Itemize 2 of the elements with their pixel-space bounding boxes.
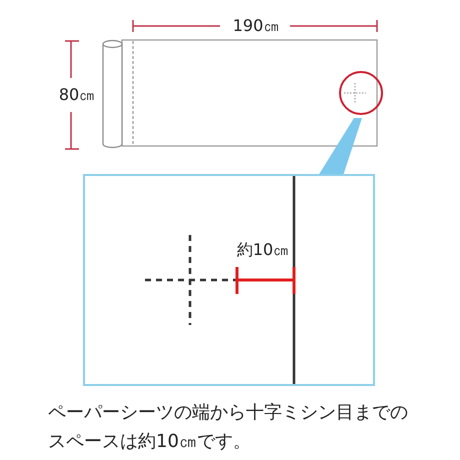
caption: ペーパーシーツの端から十字ミシン目までのスペースは約10㎝です。: [48, 401, 409, 454]
dimension-label: 約10㎝: [236, 241, 290, 259]
